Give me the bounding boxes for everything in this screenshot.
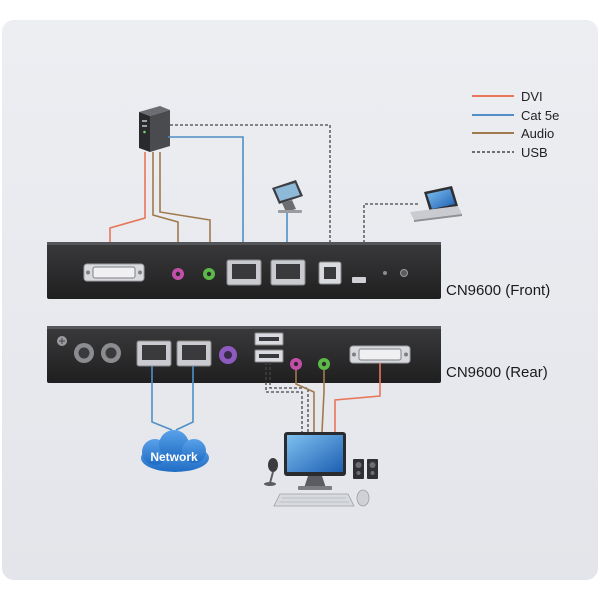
dvi-port-icon — [349, 345, 411, 364]
power-connector-icon — [74, 343, 94, 363]
laptop-icon — [410, 186, 462, 222]
legend-usb-label: USB — [521, 145, 548, 160]
rear-unit-label: CN9600 (Rear) — [446, 364, 548, 381]
reset-button-icon — [400, 269, 408, 277]
dvi-port-icon — [83, 263, 145, 282]
power-connector-icon — [101, 343, 121, 363]
rj45-port-icon — [176, 340, 212, 367]
rj45-port-icon — [270, 259, 306, 286]
front-unit-label: CN9600 (Front) — [446, 282, 550, 299]
legend-dvi-label: DVI — [521, 89, 543, 104]
touch-panel-icon — [272, 180, 303, 213]
keyboard-icon — [273, 493, 355, 507]
legend-audio-label: Audio — [521, 126, 554, 141]
led-icon — [383, 271, 387, 275]
microphone-icon — [264, 458, 278, 486]
mini-usb-port-icon — [352, 277, 366, 283]
mouse-icon — [356, 489, 370, 507]
speaker-icon — [367, 459, 378, 479]
rj45-port-icon — [226, 259, 262, 286]
legend: DVI Cat 5e Audio USB — [472, 89, 559, 160]
rear-cables — [151, 362, 381, 433]
computer-tower-icon — [139, 106, 170, 152]
monitor-icon — [284, 432, 346, 490]
front-unit — [47, 242, 441, 299]
rear-unit — [47, 326, 441, 383]
usb-a-port-icon — [254, 332, 284, 363]
rj45-port-icon — [136, 340, 172, 367]
network-cloud-icon — [141, 430, 209, 472]
network-label: Network — [150, 450, 198, 464]
usb-b-port-icon — [318, 261, 342, 285]
legend-cat5e-label: Cat 5e — [521, 108, 559, 123]
speaker-icon — [353, 459, 364, 479]
